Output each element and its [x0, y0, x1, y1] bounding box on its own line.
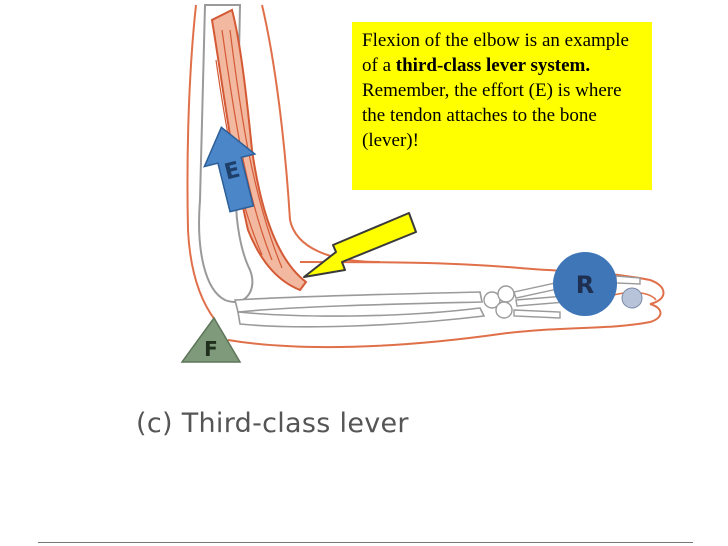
callout-text-part1: Flexion of the elbow is an example of a — [362, 30, 629, 76]
effort-arrow — [203, 126, 257, 213]
callout-text-bold: third-class lever system. — [395, 55, 591, 76]
explanation-callout: Flexion of the elbow is an example of a … — [352, 22, 652, 190]
pointer-arrow — [303, 212, 417, 278]
forearm-bones — [233, 291, 486, 328]
resistance-label: R — [576, 271, 594, 299]
fulcrum-triangle — [180, 316, 242, 363]
bottom-divider — [38, 542, 693, 543]
figure-caption: (c) Third-class lever — [136, 408, 409, 439]
upper-arm-outline — [186, 4, 216, 321]
effort-label: E — [222, 158, 243, 186]
forearm-bottom-outline — [227, 303, 662, 349]
hand-ball — [621, 287, 643, 309]
forearm-top-outline — [299, 261, 665, 305]
fulcrum-label: F — [204, 337, 218, 361]
resistance-weight — [553, 252, 617, 316]
callout-text-part2: Remember, the effort (E) is where the te… — [362, 80, 622, 151]
